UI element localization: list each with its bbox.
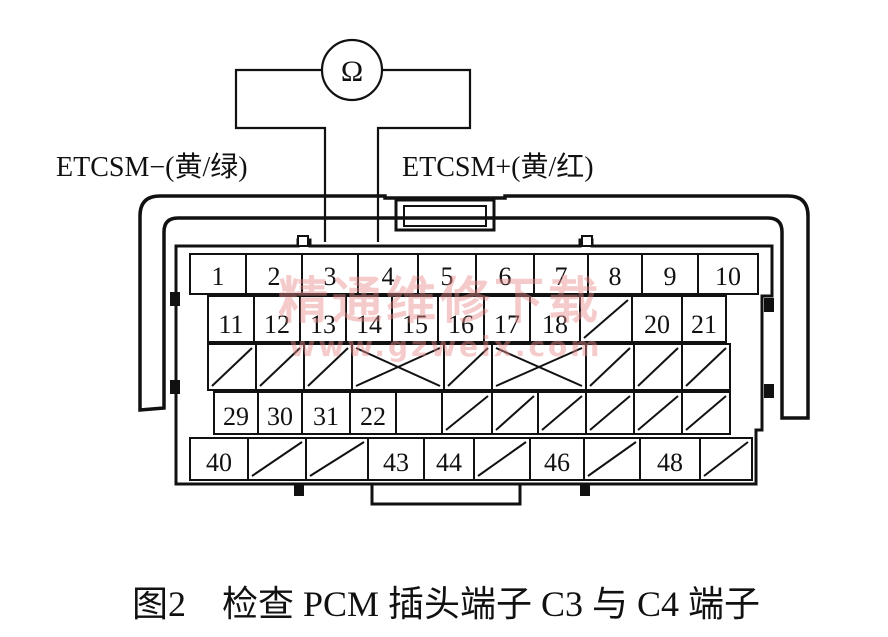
watermark-cn: 精通维修下载 (278, 272, 602, 330)
terminal-number: 8 (609, 262, 622, 291)
right-probe-wire (376, 68, 472, 242)
terminal-number: 6 (499, 262, 512, 291)
housing-bottom-tab (370, 484, 522, 506)
etcsm-plus-label: ETCSM+(黄/红) (402, 151, 594, 183)
terminal-number: 16 (448, 310, 474, 339)
terminal-number: 48 (657, 448, 683, 477)
blank-cavity-slash (477, 441, 527, 477)
blank-cavity-slash (355, 347, 441, 387)
housing-outer-shell (138, 194, 810, 420)
terminal-number: 7 (555, 262, 568, 291)
terminal-number: 3 (324, 262, 337, 291)
blank-cavity-slash (307, 347, 349, 387)
terminal-number: 4 (382, 262, 395, 291)
blank-cavity-slash (685, 395, 727, 431)
terminal-number: 20 (644, 310, 670, 339)
terminal-number: 1 (212, 262, 225, 291)
blank-cavity (681, 391, 731, 435)
blank-cavity-slash (541, 395, 583, 431)
terminal-number: 13 (310, 310, 336, 339)
terminal-number: 12 (264, 310, 290, 339)
terminal-number: 40 (206, 448, 232, 477)
blank-cavity-slash (589, 395, 631, 431)
housing-locks (170, 235, 774, 496)
terminal-number: 9 (664, 262, 677, 291)
terminal-number: 2 (268, 262, 281, 291)
terminal-number: 17 (494, 310, 520, 339)
blank-cavity (681, 343, 731, 391)
terminal-number: 11 (218, 310, 243, 339)
blank-cavity-slash (445, 395, 489, 431)
blank-cavity-slash (685, 347, 727, 387)
blank-cavity (395, 391, 443, 435)
terminal-number: 43 (383, 448, 409, 477)
blank-cavity-slash (495, 347, 583, 387)
housing-latch (394, 198, 496, 232)
terminal-cell (697, 253, 759, 295)
blank-cavity-slash (589, 347, 631, 387)
blank-cavity-slash (583, 299, 629, 339)
blank-cavity-slash (447, 347, 489, 387)
terminal-number: 29 (223, 402, 249, 431)
meter-wiring (234, 38, 472, 242)
terminal-number: 5 (441, 262, 454, 291)
blank-cavity-slash (637, 347, 679, 387)
ohmmeter-symbol: Ω (341, 55, 363, 88)
blank-cavity-slash (251, 441, 303, 477)
figure-caption: 图2 检查 PCM 插头端子 C3 与 C4 端子 (132, 584, 760, 624)
blank-cavity-slash (637, 395, 679, 431)
terminal-number: 15 (402, 310, 428, 339)
terminal-number: 46 (544, 448, 570, 477)
terminal-number: 44 (436, 448, 462, 477)
ohmmeter-icon (320, 38, 384, 102)
terminal-number: 21 (691, 310, 717, 339)
blank-cavity-slash (211, 347, 253, 387)
terminal-cell (681, 295, 727, 343)
blank-cavity-slash (259, 347, 301, 387)
terminal-number: 30 (267, 402, 293, 431)
blank-cavity-slash (587, 441, 637, 477)
etcsm-minus-label: ETCSM−(黄/绿) (56, 151, 248, 183)
terminal-cell (699, 437, 753, 481)
terminal-number: 10 (715, 262, 741, 291)
terminal-number: 31 (313, 402, 339, 431)
blank-cavity-slash (703, 441, 749, 477)
blank-cavity-slash (495, 395, 535, 431)
terminal-number: 14 (356, 310, 382, 339)
watermark-url: www.gzweix.com (290, 330, 603, 363)
terminal-number: 18 (542, 310, 568, 339)
terminal-number: 22 (360, 402, 386, 431)
left-probe-wire (234, 68, 327, 242)
blank-cavity-slash (309, 441, 365, 477)
